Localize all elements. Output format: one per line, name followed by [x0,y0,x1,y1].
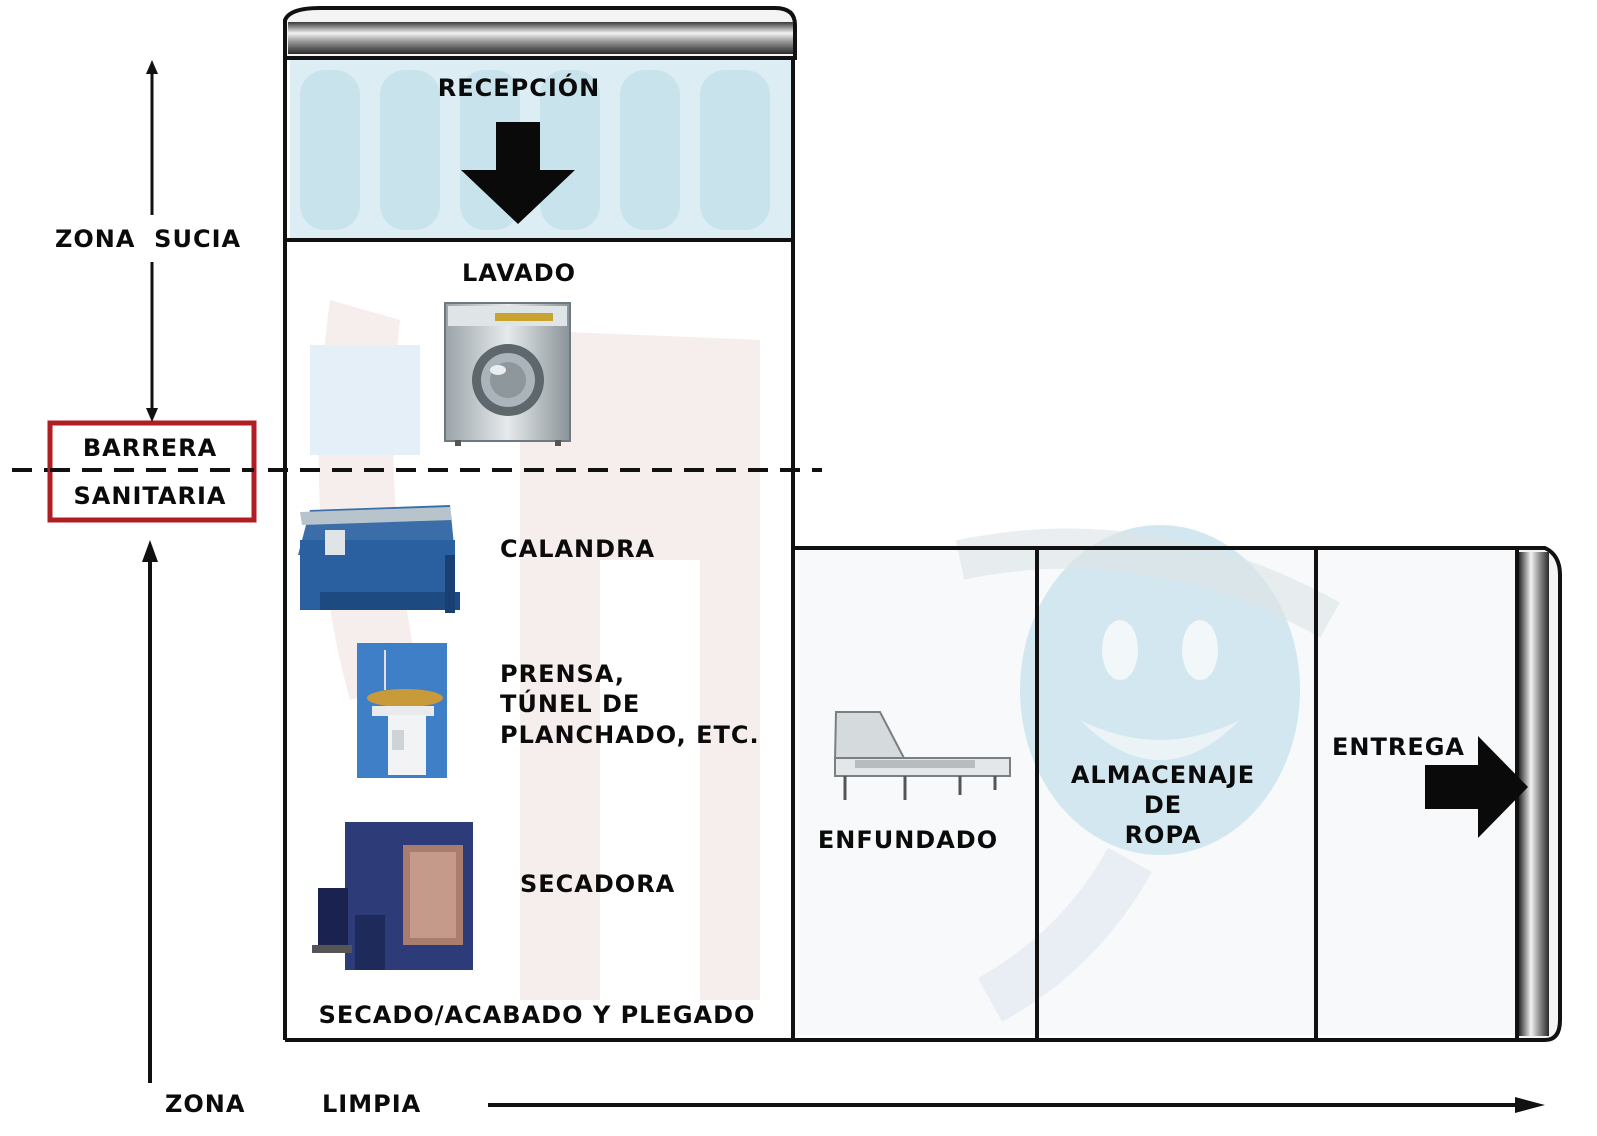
stage-storage-label-line3: ROPA [1124,821,1202,849]
barrier-label-line1: BARRERA [82,434,218,462]
stage-press-label-line1: PRENSA, [500,660,625,688]
calender-machine-icon [298,505,460,613]
washing-machine-icon [444,302,571,446]
press-machine-icon [357,643,447,778]
stage-delivery-label: ENTREGA [1332,733,1465,761]
clean-zone-horizontal-arrow [488,1097,1545,1113]
scroll-roll-right [1515,546,1562,1042]
stage-storage-label-line1: ALMACENAJE [1070,761,1256,789]
stage-dryer-label: SECADORA [520,870,676,898]
stage-bagging-label: ENFUNDADO [817,826,999,854]
reception-down-arrow-icon [461,122,575,224]
clean-zone-vertical-arrow [142,540,158,1083]
stage-drying-section-label: SECADO/ACABADO Y PLEGADO [318,1001,756,1029]
zone-clean-label-word1: ZONA [165,1090,246,1118]
zone-outline [283,58,1525,1042]
dryer-machine-icon [312,822,473,970]
scroll-roll-top [283,6,797,60]
stage-press-label-line3: PLANCHADO, ETC. [500,721,760,749]
dirty-zone-arrow [146,60,158,422]
stage-calender-label: CALANDRA [500,535,656,563]
barrier-label-line2: SANITARIA [73,482,227,510]
stage-press-label-line2: TÚNEL DE [500,690,641,718]
stage-washing-label: LAVADO [461,259,577,287]
zone-clean-label-word2: LIMPIA [322,1090,422,1118]
watermark-background [290,58,1520,1035]
bagging-machine-icon [833,711,1011,800]
stage-reception-label: RECEPCIÓN [437,74,601,102]
delivery-right-arrow-icon [1425,736,1528,838]
zone-dirty-label: ZONA SUCIA [55,225,242,253]
stage-storage-label-line2: DE [1143,791,1183,819]
